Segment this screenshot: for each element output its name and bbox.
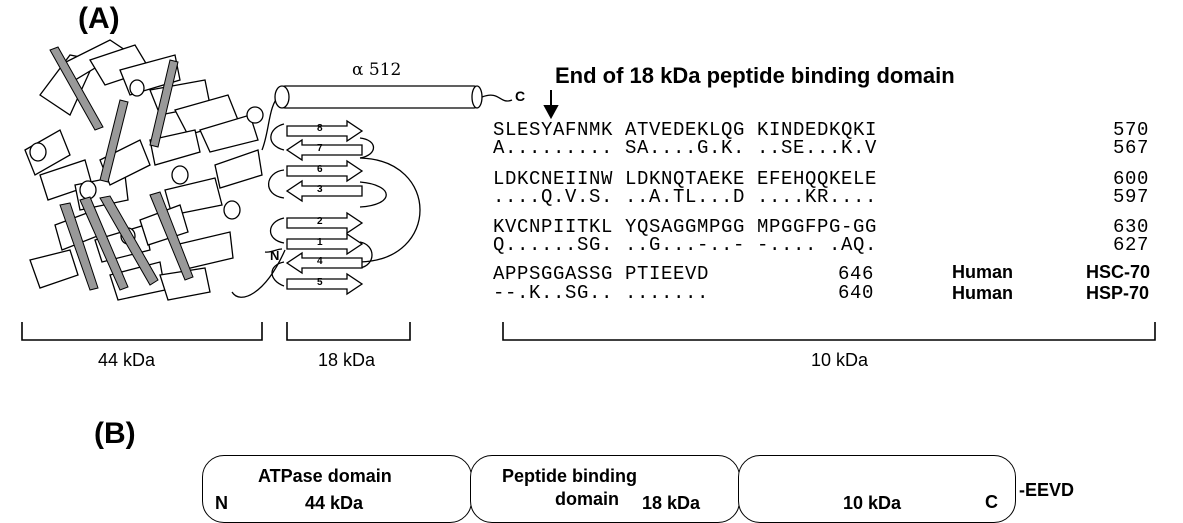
strand-5	[286, 272, 364, 296]
strand-3	[285, 179, 363, 203]
seq-block-1-bottom: A......... SA....G.K. ..SE...K.V	[493, 137, 878, 159]
strand-label-3: 3	[317, 184, 323, 195]
strand-label-4: 4	[317, 256, 323, 267]
bracket-label-18kda: 18 kDa	[318, 350, 376, 370]
atpase-size: 44 kDa	[305, 493, 364, 513]
seq-block-3-top-num: 630	[1113, 216, 1150, 238]
c-terminus-b: C	[985, 492, 998, 512]
seq-block-1-bottom-num: 567	[1113, 137, 1150, 159]
peptide-title-line2: domain	[555, 489, 620, 509]
seq-block-1-top-num: 570	[1113, 119, 1150, 141]
peptide-size: 18 kDa	[642, 493, 701, 513]
seq-block-4-top: APPSGGASSG PTIEEVD	[493, 263, 710, 285]
strand-label-5: 5	[317, 277, 323, 288]
strand-label-7: 7	[317, 143, 323, 154]
seq-block-2-bottom: ....Q.V.S. ..A.TL...D ....KR....	[493, 186, 878, 208]
species-2-organism: Human	[952, 283, 1014, 303]
peptide-binding-domain-box	[470, 455, 740, 523]
strand-4	[285, 251, 363, 275]
n-terminus-b: N	[215, 493, 228, 513]
panel-a-label: (A)	[78, 2, 120, 35]
seq-block-3-bottom: Q......SG. ..G...-..- -.... .AQ.	[493, 234, 878, 256]
strand-label-2: 2	[317, 216, 323, 227]
strand-label-6: 6	[317, 164, 323, 175]
strand-label-1: 1	[317, 237, 323, 248]
seq-block-2-top: LDKCNEIINW LDKNQTAEKE EFEHQQKELE	[493, 168, 878, 190]
atpase-domain-title: ATPase domain	[258, 466, 392, 486]
seq-block-3-top: KVCNPIITKL YQSAGGMPGG MPGGFPG-GG	[493, 216, 878, 238]
species-1-protein: HSC-70	[1086, 262, 1151, 282]
helix-c-terminus: C	[515, 88, 526, 104]
peptide-title-line1: Peptide binding	[502, 466, 637, 486]
end-domain-label: End of 18 kDa peptide binding domain	[555, 63, 955, 88]
seq-block-4-top-num: 646	[838, 263, 875, 285]
bracket-label-10kda: 10 kDa	[811, 350, 869, 370]
seq-block-4-bottom-num: 640	[838, 282, 875, 304]
helix-label: α 512	[352, 60, 402, 80]
seq-block-1-top: SLESYAFNMK ATVEDEKLQG KINDEDKQKI	[493, 119, 878, 141]
bracket-label-44kda: 44 kDa	[98, 350, 156, 370]
alpha-512-helix	[274, 85, 513, 109]
eevd-tail: -EEVD	[1019, 480, 1075, 500]
bracket-44	[21, 322, 263, 341]
strand-7	[285, 138, 363, 162]
seq-block-3-bottom-num: 627	[1113, 234, 1150, 256]
seq-block-2-top-num: 600	[1113, 168, 1150, 190]
c-domain-size: 10 kDa	[843, 493, 902, 513]
bracket-18	[286, 322, 411, 341]
seq-block-2-bottom-num: 597	[1113, 186, 1150, 208]
panel-b-label: (B)	[94, 417, 136, 450]
strand-1	[286, 232, 364, 256]
strand-label-8: 8	[317, 123, 323, 134]
strand-8	[286, 119, 364, 143]
species-1-organism: Human	[952, 262, 1014, 282]
strand-6	[286, 159, 364, 183]
n-terminus-label: N	[270, 248, 280, 263]
bracket-10	[502, 322, 1156, 341]
seq-block-4-bottom: --.K..SG.. .......	[493, 282, 710, 304]
strand-2	[286, 211, 364, 235]
species-2-protein: HSP-70	[1086, 283, 1150, 303]
